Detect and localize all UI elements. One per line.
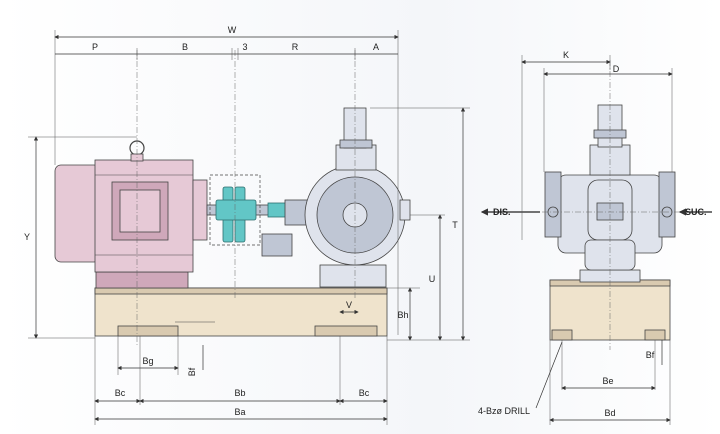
label-dis: DIS. (493, 207, 511, 217)
front-view: DIS. SUC. K D Be Bf Bd 4-Bzø DRILL (478, 50, 712, 425)
label-Bd: Bd (604, 408, 615, 418)
label-Be: Be (602, 376, 613, 386)
label-K: K (563, 50, 569, 60)
label-Bh: Bh (397, 310, 408, 320)
label-D: D (613, 64, 620, 74)
label-U: U (429, 274, 436, 284)
label-Bc-left: Bc (115, 388, 126, 398)
label-A: A (373, 42, 379, 52)
motor (54, 140, 208, 289)
base-frame (94, 287, 388, 337)
label-Y: Y (24, 232, 30, 242)
coupling (206, 174, 293, 257)
label-Bf-small: Bf (187, 367, 197, 376)
label-Ba: Ba (234, 407, 245, 417)
label-Bb: Bb (234, 388, 245, 398)
label-drill: 4-Bzø DRILL (478, 406, 530, 416)
label-P: P (92, 42, 98, 52)
side-view: W P B 3 R A Y T U Bh V Bg (24, 25, 470, 425)
pump (284, 107, 411, 288)
label-3: 3 (242, 42, 247, 52)
label-W: W (228, 25, 237, 35)
label-B: B (182, 42, 188, 52)
label-Bc-right: Bc (359, 388, 370, 398)
label-V: V (346, 300, 352, 310)
label-T: T (452, 220, 458, 230)
label-Bf: Bf (646, 350, 655, 360)
label-R: R (292, 42, 299, 52)
label-Bg: Bg (142, 356, 153, 366)
label-suc: SUC. (685, 207, 707, 217)
